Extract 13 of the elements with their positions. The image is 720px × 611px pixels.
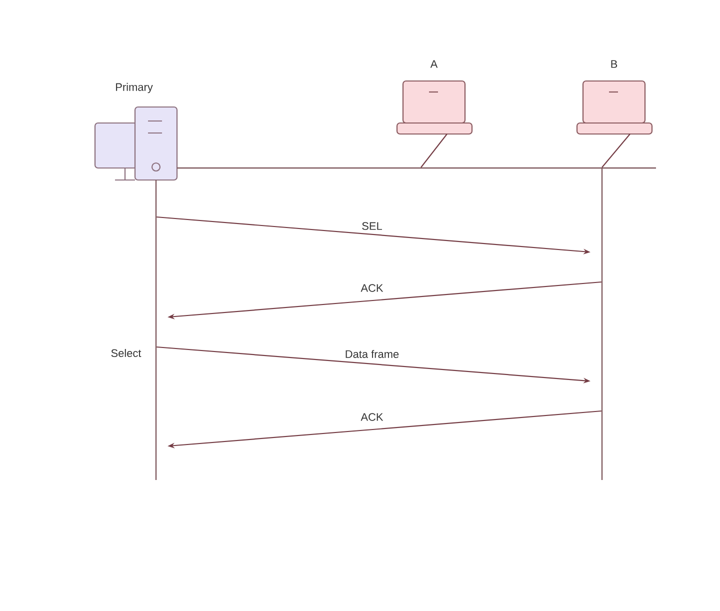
edge-label: Data frame — [344, 348, 400, 359]
edge-label: ACK — [360, 412, 384, 422]
lifeline — [601, 168, 603, 480]
device-label: Primary — [116, 82, 153, 94]
device-label: B — [611, 60, 618, 68]
lifeline — [155, 180, 157, 480]
edge-label: ACK — [360, 283, 384, 293]
edge-label: SEL — [360, 221, 384, 231]
connector-line — [420, 134, 448, 168]
connector-line — [602, 134, 630, 168]
device-label: A — [430, 60, 438, 68]
bus-line — [177, 167, 656, 169]
side-label: Select — [111, 348, 142, 358]
